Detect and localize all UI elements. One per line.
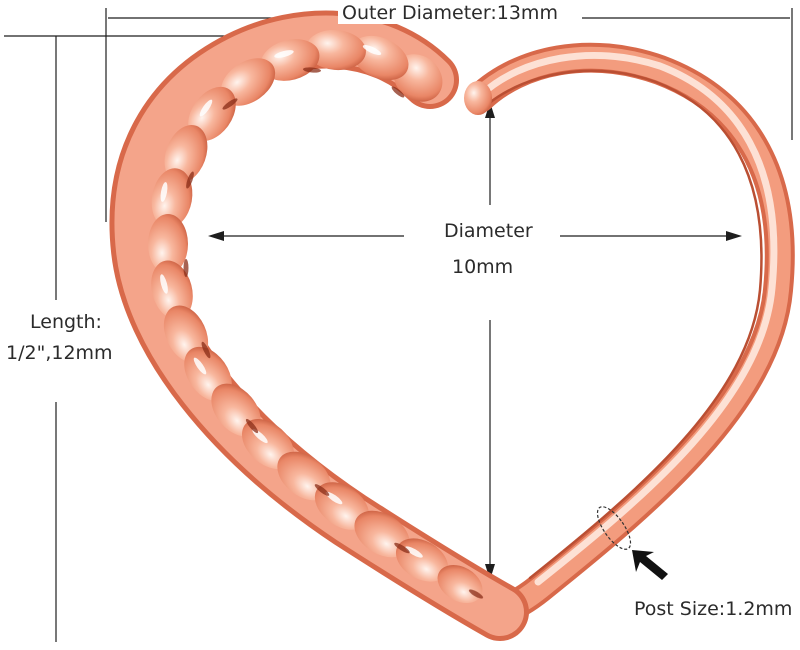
rope-shadows [183, 67, 484, 599]
rope-highlights [160, 44, 423, 558]
arrowhead-down [485, 564, 495, 580]
wire-end-cap [464, 81, 492, 115]
post-size-marker [596, 506, 632, 550]
arrowhead-up [485, 102, 495, 118]
arrowhead-left [208, 231, 224, 241]
arrow-icon [208, 102, 742, 580]
heart-smooth-wire [465, 42, 795, 627]
black-arrow-icon [632, 550, 668, 580]
diameter-label: Diameter [444, 220, 533, 242]
length-label: Length: [30, 311, 102, 333]
post-size-label: Post Size:1.2mm [634, 598, 793, 620]
heart-twisted-rope [109, 10, 529, 641]
length-value: 1/2",12mm [6, 342, 113, 364]
outer-diameter-label: Outer Diameter:13mm [338, 2, 562, 24]
arrowhead-right [726, 231, 742, 241]
dimension-lines [4, 8, 793, 642]
diameter-value: 10mm [452, 256, 514, 278]
